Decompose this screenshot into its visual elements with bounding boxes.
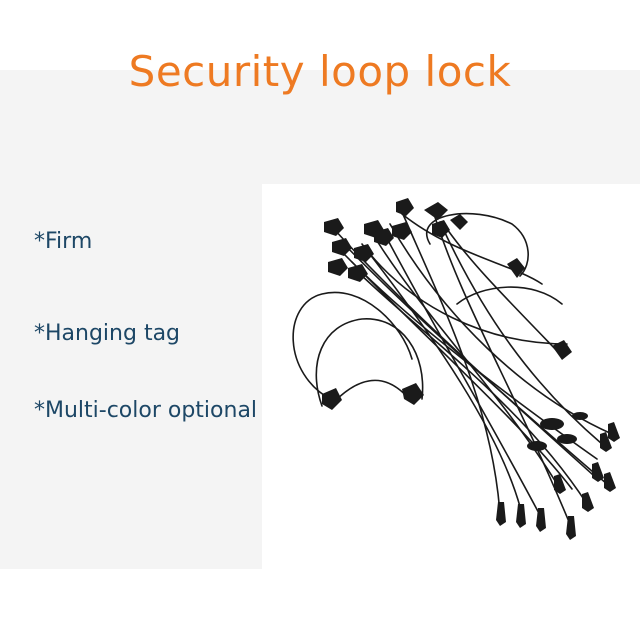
feature-multi-color: *Multi-color optional	[34, 398, 258, 423]
page-title: Security loop lock	[128, 47, 512, 96]
security-loop-lock-icon	[292, 198, 620, 540]
feature-firm: *Firm	[34, 229, 93, 254]
product-photo	[262, 184, 640, 569]
feature-hanging-tag: *Hanging tag	[34, 321, 181, 346]
